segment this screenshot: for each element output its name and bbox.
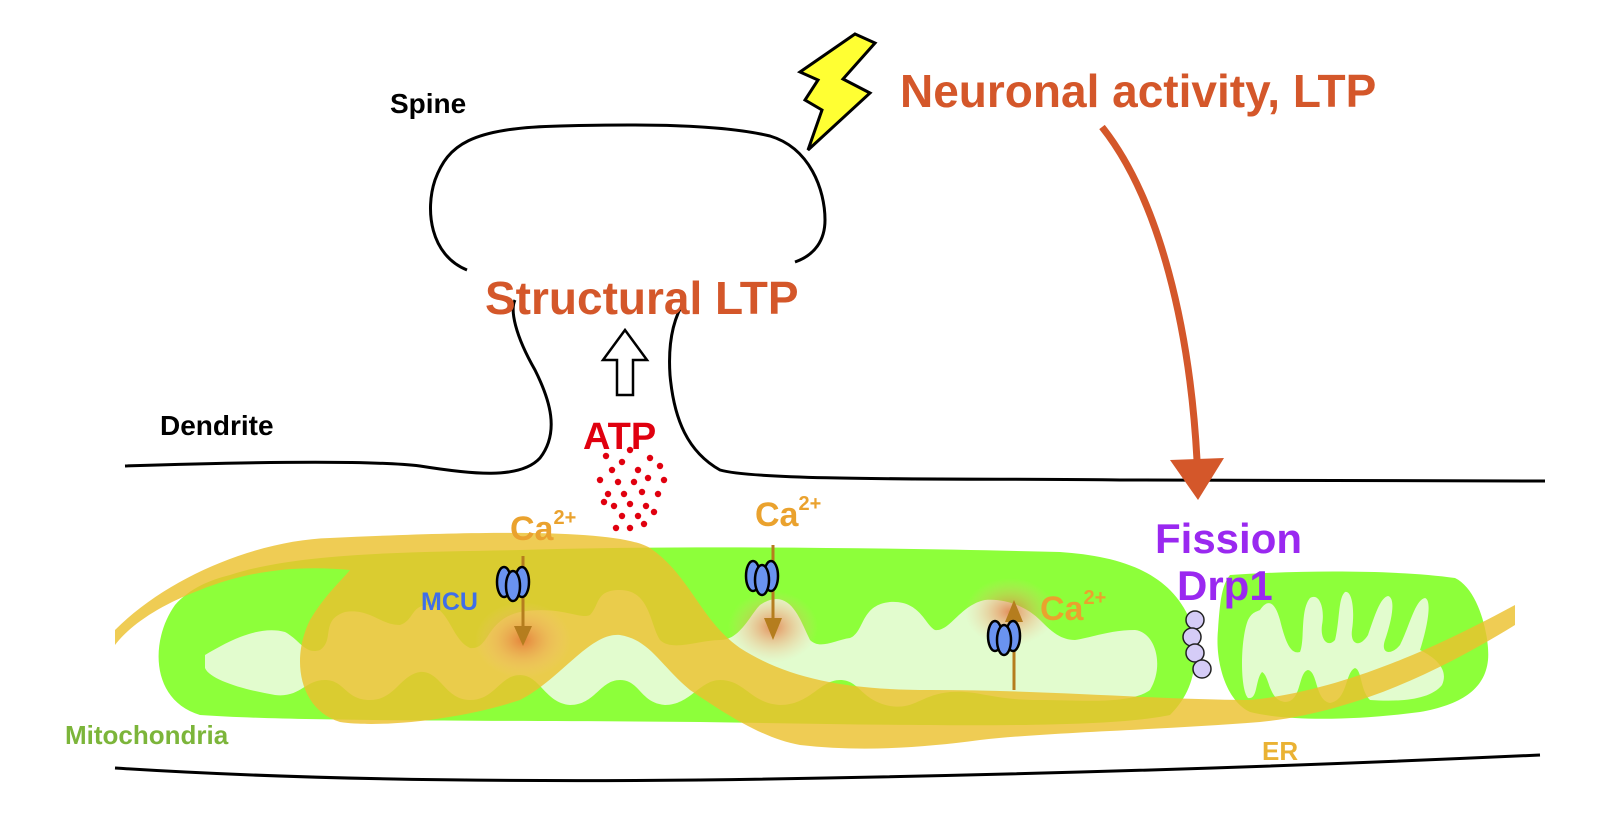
atp-dot: [634, 512, 642, 520]
drp1-label: Drp1: [1177, 562, 1273, 609]
dendrite-label: Dendrite: [160, 410, 274, 441]
calcium-charge: 2+: [798, 493, 822, 515]
atp-dot: [620, 490, 628, 498]
atp-dot: [646, 454, 654, 462]
atp-dot: [626, 500, 634, 508]
calcium-symbol: Ca: [1040, 590, 1084, 628]
dendrite-membrane-top-right: [668, 299, 1546, 483]
calcium-symbol: Ca: [510, 510, 554, 548]
calcium-label: Ca2+: [755, 494, 821, 534]
atp-dot: [644, 474, 652, 482]
drp1-subunit: [1192, 659, 1212, 679]
atp-dot: [600, 498, 608, 506]
dendrite-membrane-bottom: [114, 753, 1541, 783]
atp-dot: [626, 446, 634, 454]
atp-dot: [610, 502, 618, 510]
mcu-subunit: [995, 623, 1013, 657]
drp1-subunit: [1185, 643, 1205, 663]
mcu-channel-icon: [986, 619, 1022, 657]
mcu-label: MCU: [421, 588, 478, 616]
atp-dot: [608, 466, 616, 474]
spine-label: Spine: [390, 88, 467, 119]
atp-dot: [602, 452, 610, 460]
atp-dot: [660, 476, 668, 484]
atp-dot: [630, 478, 638, 486]
atp-dot: [614, 478, 622, 486]
structural-ltp-label: Structural LTP: [485, 272, 799, 324]
atp-label: ATP: [583, 416, 657, 458]
calcium-symbol: Ca: [755, 496, 799, 534]
mitochondria-label: Mitochondria: [65, 720, 229, 750]
atp-dot: [638, 488, 646, 496]
drp1-subunit: [1182, 627, 1202, 647]
atp-dot: [626, 524, 634, 532]
stimulus-to-fission-arrow: [1099, 124, 1201, 461]
atp-dot: [612, 524, 620, 532]
er-label: ER: [1262, 736, 1299, 766]
atp-dot: [596, 476, 604, 484]
calcium-charge: 2+: [553, 507, 577, 529]
atp-dot: [656, 462, 664, 470]
stimulus-label: Neuronal activity, LTP: [900, 65, 1377, 117]
stimulus-arrowhead-icon: [1170, 458, 1224, 500]
drp1-subunit: [1185, 610, 1205, 630]
atp-dot: [650, 508, 658, 516]
hollow-up-arrow-icon: [600, 327, 650, 397]
lightning-bolt-icon: [796, 32, 878, 152]
mcu-channel-icon: [744, 559, 780, 597]
atp-dot: [642, 502, 650, 510]
atp-dot: [604, 490, 612, 498]
calcium-label: Ca2+: [1040, 588, 1106, 628]
calcium-label: Ca2+: [510, 508, 576, 548]
atp-dot-cluster: [596, 446, 668, 532]
fission-label: Fission: [1155, 515, 1303, 562]
spine-head-outline: [429, 123, 827, 272]
mcu-subunit: [504, 569, 522, 603]
atp-dot: [618, 512, 626, 520]
endoplasmic-reticulum: [115, 532, 1515, 749]
dendrite-membrane-top-left: [124, 299, 553, 475]
calcium-charge: 2+: [1083, 587, 1107, 609]
atp-dot: [618, 458, 626, 466]
mcu-channel-icon: [495, 565, 531, 603]
mcu-subunit: [753, 563, 771, 597]
atp-dot: [640, 520, 648, 528]
atp-dot: [654, 490, 662, 498]
atp-dot: [634, 466, 642, 474]
